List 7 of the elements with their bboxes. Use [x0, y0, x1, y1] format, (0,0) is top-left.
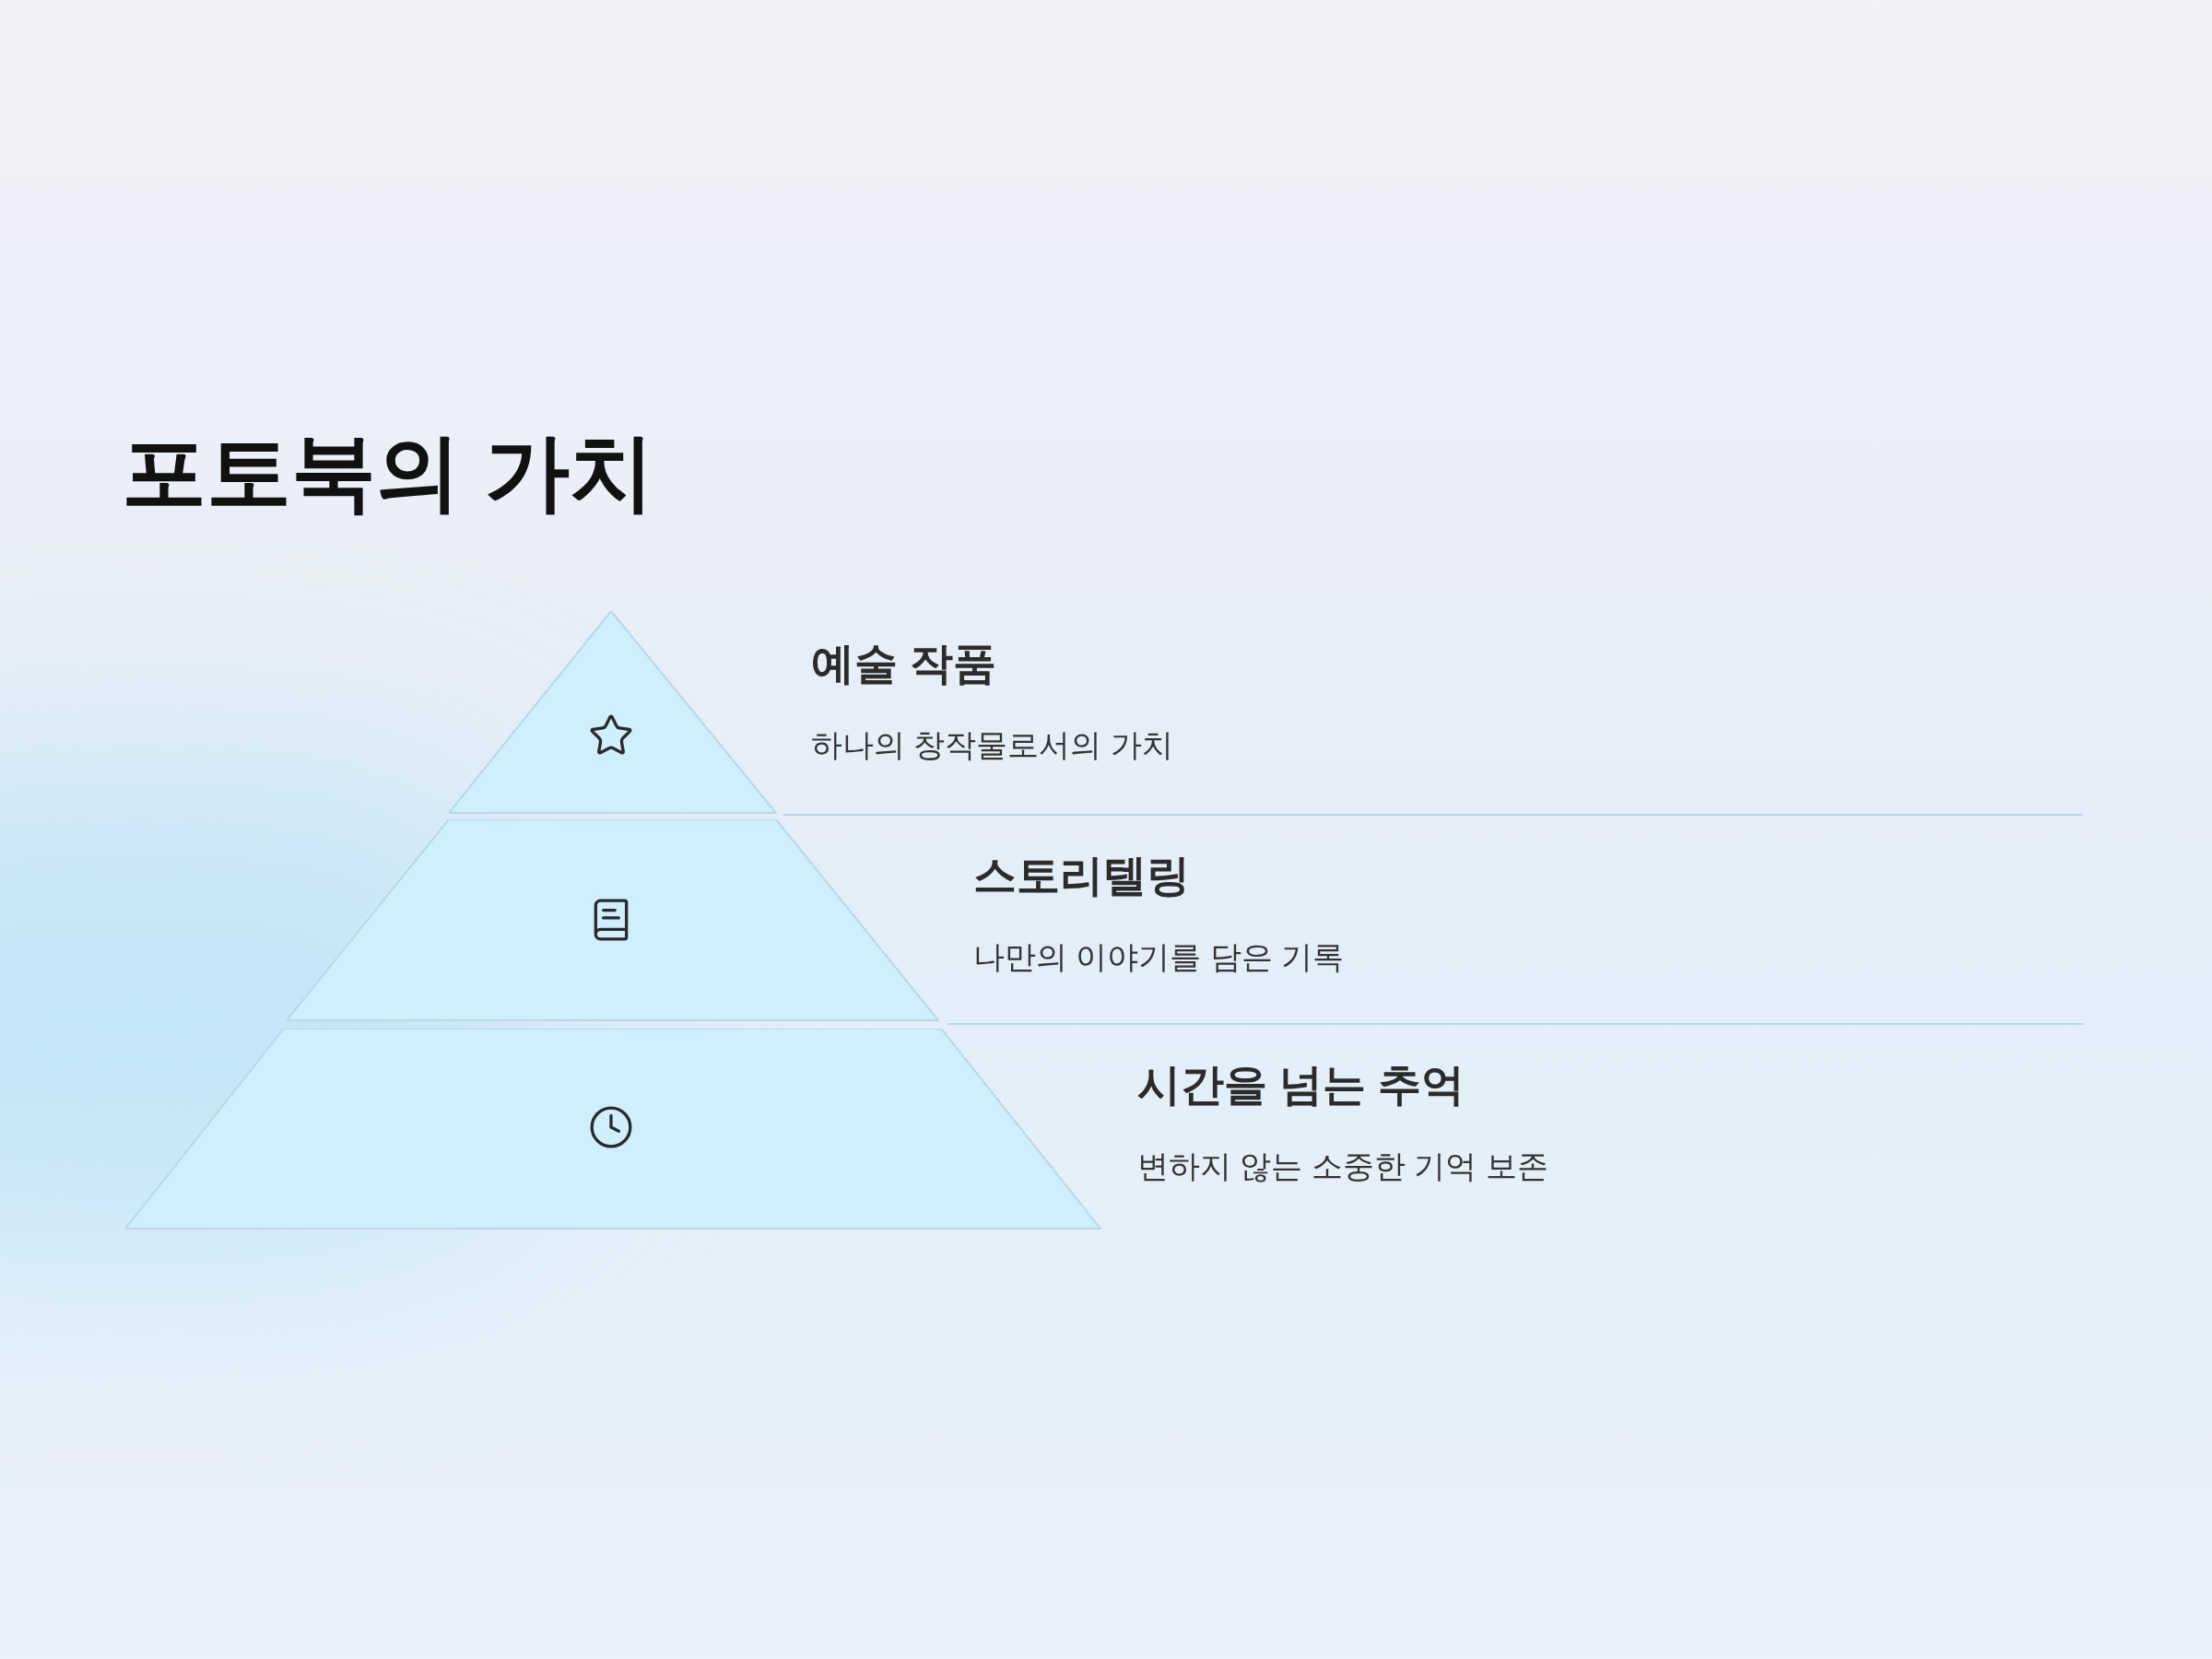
tier-heading: 예술 작품 [811, 638, 997, 689]
tier-description: 하나의 창작물로서의 가치 [811, 726, 1173, 764]
tier-description: 나만의 이야기를 담은 기록 [973, 938, 1345, 976]
tier-heading: 스토리텔링 [973, 850, 1190, 901]
tier-heading: 시간을 넘는 추억 [1137, 1059, 1465, 1111]
tier-description: 변하지 않는 소중한 기억 보존 [1137, 1147, 1548, 1185]
title: 포토북의 가치 [122, 424, 654, 521]
